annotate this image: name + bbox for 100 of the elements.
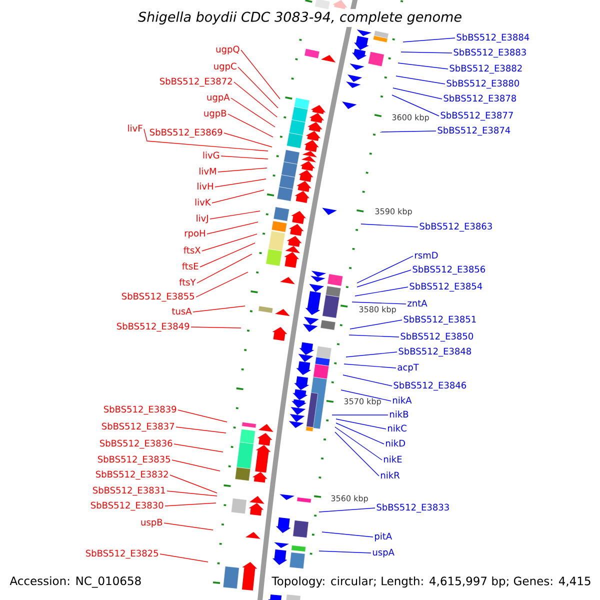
- gene-label: tusA: [172, 308, 192, 315]
- gene-label: SbBS512_E3877: [440, 112, 513, 121]
- leader-line: [400, 52, 452, 54]
- gene-label: ugpQ: [216, 46, 240, 54]
- leader-line: [170, 474, 218, 494]
- leader-line: [360, 224, 418, 228]
- scale-label: 3590 kbp: [375, 208, 412, 216]
- gene-label: SbBS512_E3833: [376, 504, 449, 513]
- title: Shigella boydii CDC 3083-94, complete genome: [136, 8, 465, 28]
- leader-line: [322, 532, 374, 538]
- leader-line: [192, 306, 246, 312]
- gene-label: nikA: [393, 396, 412, 404]
- leader-line: [238, 66, 278, 108]
- gene-label: SbBS512_E3882: [450, 64, 522, 74]
- leader-line: [176, 426, 226, 434]
- leader-line: [332, 414, 388, 416]
- gene-label: acpT: [398, 364, 419, 372]
- leader-line: [352, 302, 406, 304]
- gene-label: SbBS512_E3849: [116, 322, 190, 332]
- gene-label: ftsE: [182, 262, 198, 270]
- gene-label: livH: [198, 182, 213, 190]
- gene-label: livG: [203, 152, 220, 159]
- leader-line: [160, 554, 208, 562]
- leader-line: [196, 254, 252, 284]
- gene-label: SbBS512_E3880: [446, 80, 520, 89]
- gene-label: nikD: [386, 440, 406, 446]
- gene-label: SbBS512_E3874: [438, 126, 510, 136]
- leader-line: [336, 418, 386, 430]
- gene-label: SbBS512_E3854: [410, 282, 482, 292]
- leader-line: [144, 128, 268, 152]
- gene-label: nikC: [388, 424, 406, 432]
- gene-label: SbBS512_E3839: [104, 406, 176, 415]
- gene-label: livK: [195, 198, 211, 206]
- scale-label: 3580 kbp: [359, 306, 396, 314]
- gene-label: zntA: [408, 300, 428, 306]
- leader-line: [392, 88, 442, 100]
- gene-label: SbBS512_E3825: [86, 550, 158, 559]
- gene-label: ugpC: [214, 62, 236, 72]
- leader-line: [200, 242, 256, 268]
- gene-label: SbBS512_E3855: [122, 292, 194, 302]
- gene-label: SbBS512_E3831: [92, 486, 165, 496]
- gene-label: livF: [128, 124, 142, 132]
- scale-label: 3600 kbp: [392, 114, 429, 122]
- gene-label: SbBS512_E3850: [400, 332, 474, 342]
- leader-line: [218, 168, 268, 172]
- gene-label: SbBS512_E3837: [102, 422, 174, 432]
- gene-label: SbBS512_E3846: [394, 382, 466, 391]
- leader-line: [210, 210, 260, 220]
- leader-line: [396, 76, 446, 84]
- leader-line: [166, 490, 218, 496]
- gene-label: SbBS512_E3848: [398, 348, 472, 357]
- gene-label: nikE: [384, 456, 402, 462]
- leader-line: [206, 222, 258, 234]
- leader-line: [340, 390, 392, 402]
- gene-label: SbBS512_E3832: [96, 470, 168, 480]
- leader-line: [172, 460, 220, 472]
- gene-label: SbBS512_E3836: [100, 440, 172, 449]
- gene-label: rsmD: [415, 252, 438, 259]
- gene-label: ftsX: [184, 246, 201, 254]
- leader-line: [334, 432, 380, 476]
- gene-label: ugpB: [204, 110, 226, 118]
- gene-label: nikB: [390, 410, 408, 418]
- leader-line: [214, 178, 266, 188]
- leader-line: [230, 98, 276, 128]
- leader-line: [164, 522, 214, 530]
- gene-label: SbBS512_E3872: [160, 78, 232, 87]
- gene-label: rpoH: [184, 230, 205, 238]
- leader-line: [348, 334, 400, 338]
- gene-label: SbBS512_E3869: [150, 128, 222, 138]
- footer-text: Accession: NC_010658: [8, 574, 144, 590]
- gene-label: SbBS512_E3884: [456, 34, 530, 43]
- leader-line: [224, 132, 272, 148]
- gene-label: ftsY: [179, 278, 196, 286]
- leader-line: [164, 502, 216, 506]
- leader-line: [318, 508, 376, 512]
- leader-line: [336, 422, 384, 444]
- leader-line: [174, 444, 224, 452]
- leader-line: [220, 156, 268, 160]
- leader-line: [202, 234, 258, 252]
- gene-label: SbBS512_E3830: [90, 502, 164, 511]
- leader-line: [178, 410, 228, 422]
- gene-label: nikR: [381, 472, 400, 478]
- gene-label: livM: [200, 168, 216, 174]
- footer-text: Topology: circular; Length: 4,615,997 bp; Genes: 4,415: [270, 574, 593, 590]
- leader-line: [228, 114, 274, 138]
- gene-label: livJ: [196, 214, 208, 224]
- leader-line: [354, 286, 408, 296]
- leader-line: [212, 190, 264, 204]
- gene-label: SbBS512_E3883: [454, 48, 526, 58]
- leader-line: [398, 62, 448, 70]
- leader-line: [240, 50, 280, 100]
- leader-line: [234, 82, 278, 118]
- gene-label: SbBS512_E3878: [444, 94, 516, 104]
- leader-line: [380, 130, 436, 132]
- leader-line: [356, 270, 412, 288]
- gene-label: uspB: [141, 518, 162, 528]
- scale-label: 3570 kbp: [344, 398, 381, 406]
- gene-label: pitA: [375, 532, 392, 542]
- leader-line: [350, 320, 402, 330]
- scale-label: 3560 kbp: [331, 495, 368, 503]
